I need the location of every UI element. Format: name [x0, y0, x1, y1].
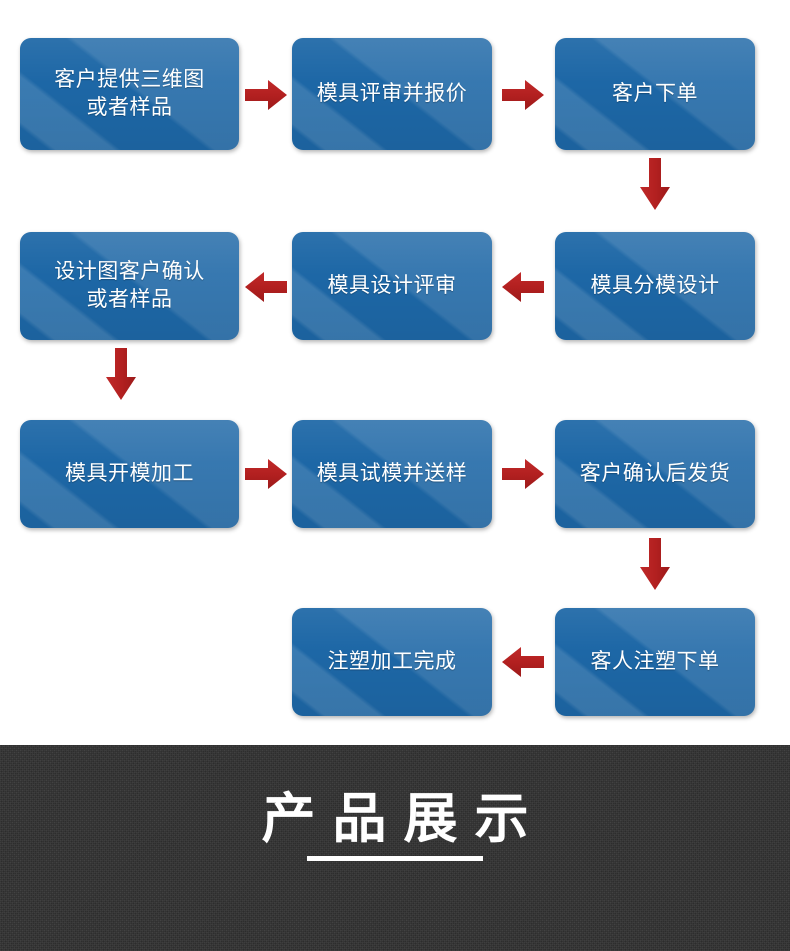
flow-box-mold-opening-machining[interactable]: 模具开模加工 — [20, 420, 239, 528]
flow-box-label: 模具评审并报价 — [316, 81, 468, 106]
arrow-left-icon — [502, 645, 544, 679]
arrow-left-icon — [502, 270, 544, 304]
arrow-down-icon — [638, 158, 672, 210]
arrow-down-icon — [104, 348, 138, 400]
flow-box-label: 模具分模设计 — [590, 273, 720, 298]
arrow-right-icon — [502, 457, 544, 491]
arrow-right-icon — [245, 457, 287, 491]
flow-box-mold-trial-and-sample[interactable]: 模具试模并送样 — [292, 420, 492, 528]
flow-box-customer-places-order[interactable]: 客户下单 — [555, 38, 755, 150]
flowchart-canvas: 客户提供三维图 或者样品 模具评审并报价 客户下单 设计图客户确认 或者样品 模… — [20, 38, 755, 716]
flow-box-label: 注塑加工完成 — [327, 649, 457, 674]
product-showcase-banner: 产品展示 — [0, 745, 790, 951]
flow-box-label: 模具开模加工 — [65, 461, 194, 486]
arrow-right-icon — [502, 78, 544, 112]
flow-box-customer-injection-order[interactable]: 客人注塑下单 — [555, 608, 755, 716]
banner-underline-rule — [307, 856, 483, 861]
flow-box-mold-review-and-quote[interactable]: 模具评审并报价 — [292, 38, 492, 150]
banner-title: 产品展示 — [261, 787, 546, 850]
flow-box-ship-after-customer-confirm[interactable]: 客户确认后发货 — [555, 420, 755, 528]
flow-box-design-drawing-customer-confirm[interactable]: 设计图客户确认 或者样品 — [20, 232, 239, 340]
flow-box-label: 客户下单 — [612, 81, 698, 106]
flow-box-customer-provides-3d-drawing[interactable]: 客户提供三维图 或者样品 — [20, 38, 239, 150]
flow-box-label: 模具设计评审 — [327, 273, 457, 298]
flow-box-injection-molding-complete[interactable]: 注塑加工完成 — [292, 608, 492, 716]
flow-box-mold-design-review[interactable]: 模具设计评审 — [292, 232, 492, 340]
arrow-left-icon — [245, 270, 287, 304]
flow-box-label: 模具试模并送样 — [316, 461, 468, 486]
flow-box-mold-parting-design[interactable]: 模具分模设计 — [555, 232, 755, 340]
flow-box-label: 设计图客户确认 或者样品 — [54, 259, 205, 311]
arrow-down-icon — [638, 538, 672, 590]
flow-box-label: 客户提供三维图 或者样品 — [54, 67, 205, 119]
flow-box-label: 客户确认后发货 — [579, 461, 731, 486]
flow-box-label: 客人注塑下单 — [590, 649, 720, 674]
arrow-right-icon — [245, 78, 287, 112]
